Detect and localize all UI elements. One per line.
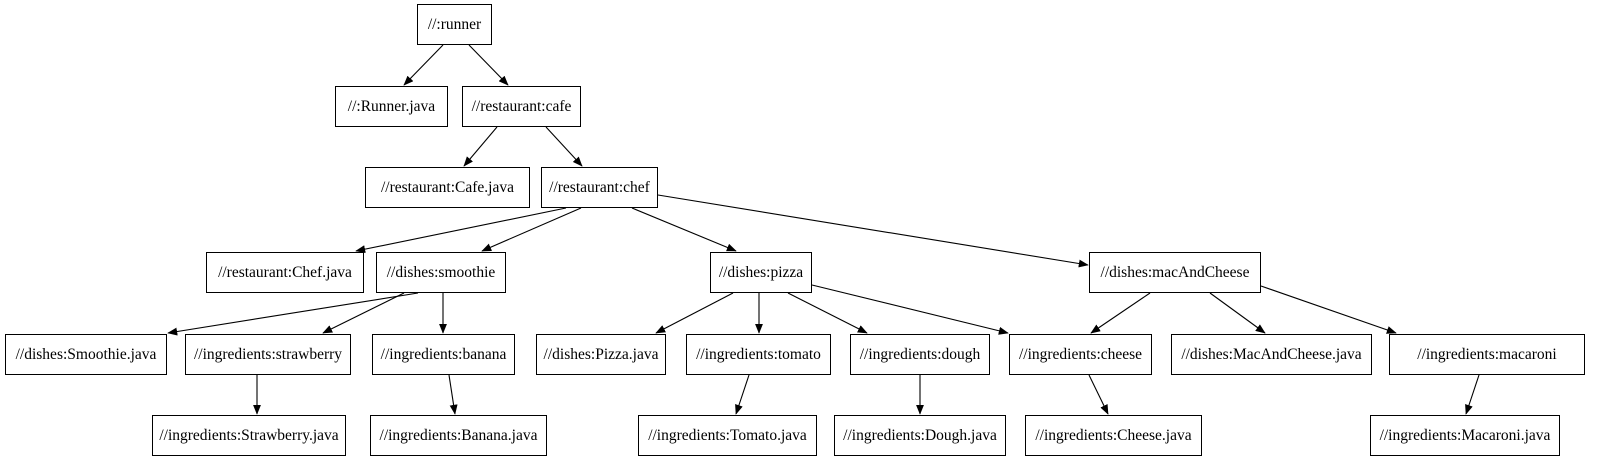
graph-node-ing_strawberry_java[interactable]: //ingredients:Strawberry.java	[152, 415, 346, 456]
graph-node-dishes_pizza_java[interactable]: //dishes:Pizza.java	[536, 334, 666, 375]
graph-node-dishes_smoothie[interactable]: //dishes:smoothie	[376, 252, 506, 293]
graph-node-restaurant_chef_java[interactable]: //restaurant:Chef.java	[206, 252, 364, 293]
graph-node-label: //:runner	[427, 15, 482, 33]
graph-node-label: //dishes:Pizza.java	[543, 345, 659, 363]
graph-node-label: //ingredients:Cheese.java	[1035, 426, 1192, 444]
graph-node-label: //dishes:pizza	[718, 263, 804, 281]
graph-node-label: //restaurant:Chef.java	[218, 263, 352, 281]
graph-node-restaurant_cafe_java[interactable]: //restaurant:Cafe.java	[365, 167, 530, 208]
graph-node-ing_tomato_java[interactable]: //ingredients:Tomato.java	[638, 415, 817, 456]
graph-node-label: //ingredients:Macaroni.java	[1379, 426, 1551, 444]
graph-node-label: //ingredients:strawberry	[193, 345, 343, 363]
graph-node-runner_java[interactable]: //:Runner.java	[335, 86, 448, 127]
graph-node-ing_banana[interactable]: //ingredients:banana	[372, 334, 515, 375]
graph-node-label: //ingredients:Tomato.java	[648, 426, 807, 444]
graph-node-restaurant_chef[interactable]: //restaurant:chef	[541, 167, 658, 208]
graph-node-label: //restaurant:chef	[549, 178, 650, 196]
graph-node-label: //ingredients:macaroni	[1417, 345, 1557, 363]
graph-node-label: //ingredients:Banana.java	[379, 426, 538, 444]
graph-node-ing_banana_java[interactable]: //ingredients:Banana.java	[370, 415, 547, 456]
graph-node-label: //dishes:MacAndCheese.java	[1181, 345, 1362, 363]
graph-node-ing_dough[interactable]: //ingredients:dough	[850, 334, 990, 375]
graph-node-label: //:Runner.java	[347, 97, 436, 115]
graph-node-label: //restaurant:Cafe.java	[381, 178, 514, 196]
graph-node-label: //dishes:macAndCheese	[1100, 263, 1250, 281]
graph-node-dishes_pizza[interactable]: //dishes:pizza	[710, 252, 812, 293]
graph-node-label: //dishes:smoothie	[386, 263, 496, 281]
graph-node-restaurant_cafe[interactable]: //restaurant:cafe	[462, 86, 581, 127]
graph-node-ing_dough_java[interactable]: //ingredients:Dough.java	[834, 415, 1006, 456]
graph-node-label: //ingredients:dough	[859, 345, 981, 363]
graph-node-label: //restaurant:cafe	[471, 97, 572, 115]
graph-node-ing_tomato[interactable]: //ingredients:tomato	[686, 334, 831, 375]
graph-node-ing_macaroni_java[interactable]: //ingredients:Macaroni.java	[1370, 415, 1560, 456]
graph-node-ing_cheese[interactable]: //ingredients:cheese	[1009, 334, 1152, 375]
graph-node-label: //ingredients:Dough.java	[843, 426, 997, 444]
graph-node-dishes_macandcheese[interactable]: //dishes:macAndCheese	[1089, 252, 1261, 293]
graph-node-label: //dishes:Smoothie.java	[15, 345, 157, 363]
graph-node-ing_macaroni[interactable]: //ingredients:macaroni	[1389, 334, 1585, 375]
graph-node-dishes_smoothie_java[interactable]: //dishes:Smoothie.java	[5, 334, 167, 375]
graph-node-label: //ingredients:cheese	[1018, 345, 1143, 363]
graph-node-label: //ingredients:tomato	[696, 345, 821, 363]
graph-node-ing_strawberry[interactable]: //ingredients:strawberry	[185, 334, 351, 375]
graph-node-ing_cheese_java[interactable]: //ingredients:Cheese.java	[1025, 415, 1202, 456]
graph-node-dishes_mac_java[interactable]: //dishes:MacAndCheese.java	[1171, 334, 1372, 375]
graph-node-runner[interactable]: //:runner	[417, 4, 492, 45]
graph-node-label: //ingredients:banana	[380, 345, 507, 363]
graph-node-label: //ingredients:Strawberry.java	[159, 426, 339, 444]
